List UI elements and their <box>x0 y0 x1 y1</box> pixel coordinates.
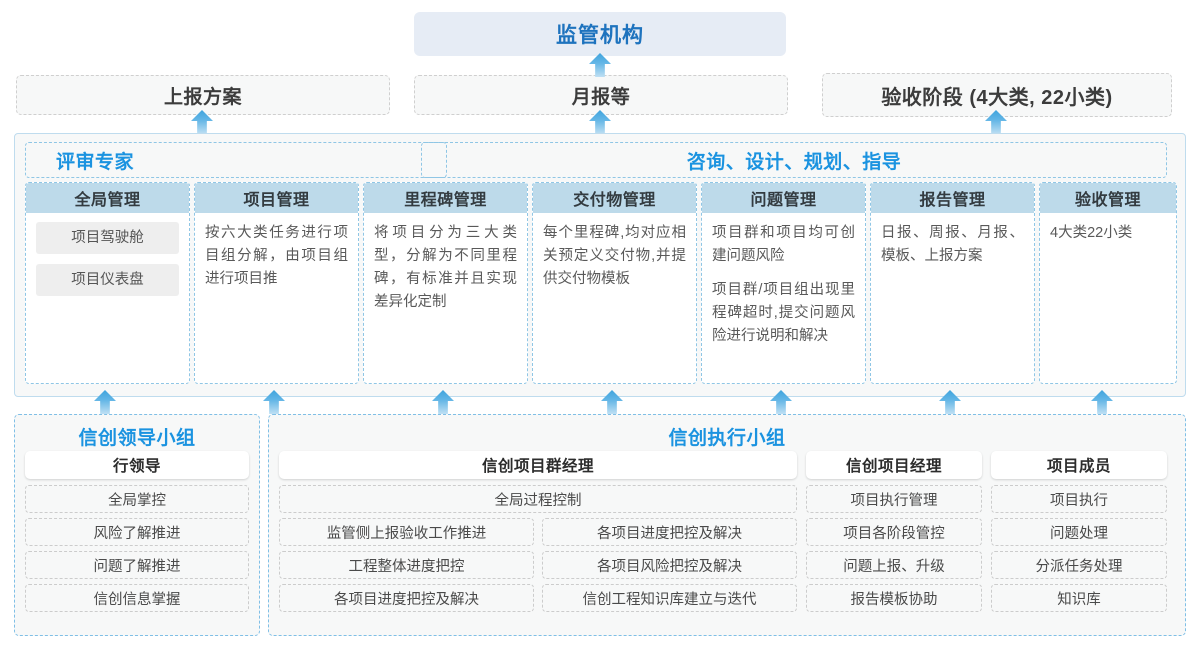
column-milestone-management[interactable]: 里程碑管理 将项目分为三大类型，分解为不同里程碑，有标准并且实现差异化定制 <box>363 182 528 384</box>
column-report-management-text: 日报、周报、月报、模板、上报方案 <box>881 225 1024 264</box>
band-consulting-label: 咨询、设计、规划、指导 <box>686 151 902 173</box>
role-item-task-assignment[interactable]: 分派任务处理 <box>991 551 1167 579</box>
column-issue-management-header: 问题管理 <box>702 183 865 213</box>
role-item-issue-handling[interactable]: 问题处理 <box>991 518 1167 546</box>
role-item-issue-escalation[interactable]: 问题上报、升级 <box>806 551 982 579</box>
top-box-monthly-report[interactable]: 月报等 <box>414 75 788 115</box>
middle-panel: 评审专家 咨询、设计、规划、指导 全局管理 项目驾驶舱 项目仪表盘 项目管理 按… <box>14 133 1186 397</box>
group-leadership-team-title: 信创领导小组 <box>78 428 196 449</box>
column-global-management-body: 项目驾驶舱 项目仪表盘 <box>26 213 189 312</box>
column-acceptance-management[interactable]: 验收管理 4大类22小类 <box>1039 182 1177 384</box>
column-issue-management-body: 项目群和项目均可创建问题风险 项目群/项目组出现里程碑超时,提交问题风险进行说明… <box>702 213 865 354</box>
top-box-report-plan-label: 上报方案 <box>163 86 242 108</box>
column-report-management-body: 日报、周报、月报、模板、上报方案 <box>871 213 1034 274</box>
regulator-title-label: 监管机构 <box>556 24 644 47</box>
column-milestone-management-header: 里程碑管理 <box>364 183 527 213</box>
arrow-up-icon-to-regulator <box>589 53 611 77</box>
role-program-manager-subcolumn-left: 监管侧上报验收工作推进 工程整体进度把控 各项目进度把控及解决 <box>279 518 534 612</box>
role-project-member-header: 项目成员 <box>991 451 1167 479</box>
role-item-project-exec-mgmt[interactable]: 项目执行管理 <box>806 485 982 513</box>
role-item-overall-progress[interactable]: 工程整体进度把控 <box>279 551 534 579</box>
column-deliverable-management-text: 每个里程碑,均对应相关预定义交付物,并提供交付物模板 <box>543 225 686 287</box>
role-item-regulator-reporting[interactable]: 监管侧上报验收工作推进 <box>279 518 534 546</box>
pill-project-dashboard[interactable]: 项目仪表盘 <box>36 264 179 296</box>
group-execution-team: 信创执行小组 信创项目群经理 全局过程控制 监管侧上报验收工作推进 工程整体进度… <box>268 414 1186 636</box>
column-issue-management-text-1: 项目群和项目均可创建问题风险 <box>712 225 855 264</box>
regulator-title-box: 监管机构 <box>414 12 786 56</box>
role-item-project-progress-right[interactable]: 各项目进度把控及解决 <box>542 518 797 546</box>
role-item-risk-awareness[interactable]: 风险了解推进 <box>25 518 249 546</box>
role-item-issue-awareness[interactable]: 问题了解推进 <box>25 551 249 579</box>
role-program-manager-subcolumns: 监管侧上报验收工作推进 工程整体进度把控 各项目进度把控及解决 各项目进度把控及… <box>279 518 797 612</box>
column-project-management-text: 按六大类任务进行项目组分解，由项目组进行项目推 <box>205 225 348 287</box>
column-milestone-management-body: 将项目分为三大类型，分解为不同里程碑，有标准并且实现差异化定制 <box>364 213 527 320</box>
role-item-project-progress-left[interactable]: 各项目进度把控及解决 <box>279 584 534 612</box>
band-consulting: 咨询、设计、规划、指导 <box>421 142 1167 178</box>
band-review-expert: 评审专家 <box>25 142 447 178</box>
role-item-global-process-control[interactable]: 全局过程控制 <box>279 485 797 513</box>
role-program-manager-subcolumn-right: 各项目进度把控及解决 各项目风险把控及解决 信创工程知识库建立与迭代 <box>542 518 797 612</box>
role-column-project-member[interactable]: 项目成员 项目执行 问题处理 分派任务处理 知识库 <box>991 451 1167 612</box>
role-column-bank-leader[interactable]: 行领导 全局掌控 风险了解推进 问题了解推进 信创信息掌握 <box>25 451 249 612</box>
column-issue-management[interactable]: 问题管理 项目群和项目均可创建问题风险 项目群/项目组出现里程碑超时,提交问题风… <box>701 182 866 384</box>
column-deliverable-management[interactable]: 交付物管理 每个里程碑,均对应相关预定义交付物,并提供交付物模板 <box>532 182 697 384</box>
role-item-xinchuang-info[interactable]: 信创信息掌握 <box>25 584 249 612</box>
role-item-report-template-help[interactable]: 报告模板协助 <box>806 584 982 612</box>
role-item-global-control[interactable]: 全局掌控 <box>25 485 249 513</box>
role-item-knowledge-base-build[interactable]: 信创工程知识库建立与迭代 <box>542 584 797 612</box>
column-global-management[interactable]: 全局管理 项目驾驶舱 项目仪表盘 <box>25 182 190 384</box>
role-column-program-manager[interactable]: 信创项目群经理 全局过程控制 监管侧上报验收工作推进 工程整体进度把控 各项目进… <box>279 451 797 612</box>
role-item-knowledge-base[interactable]: 知识库 <box>991 584 1167 612</box>
role-project-manager-header: 信创项目经理 <box>806 451 982 479</box>
column-acceptance-management-header: 验收管理 <box>1040 183 1176 213</box>
role-bank-leader-header: 行领导 <box>25 451 249 479</box>
top-box-monthly-report-label: 月报等 <box>571 86 631 108</box>
column-report-management-header: 报告管理 <box>871 183 1034 213</box>
column-report-management[interactable]: 报告管理 日报、周报、月报、模板、上报方案 <box>870 182 1035 384</box>
group-leadership-team: 信创领导小组 行领导 全局掌控 风险了解推进 问题了解推进 信创信息掌握 <box>14 414 260 636</box>
column-project-management-body: 按六大类任务进行项目组分解，由项目组进行项目推 <box>195 213 358 297</box>
group-execution-team-title: 信创执行小组 <box>668 428 786 449</box>
column-deliverable-management-body: 每个里程碑,均对应相关预定义交付物,并提供交付物模板 <box>533 213 696 297</box>
role-item-project-execution[interactable]: 项目执行 <box>991 485 1167 513</box>
role-item-project-phase-control[interactable]: 项目各阶段管控 <box>806 518 982 546</box>
top-box-report-plan[interactable]: 上报方案 <box>16 75 390 115</box>
column-global-management-header: 全局管理 <box>26 183 189 213</box>
top-box-acceptance-stage[interactable]: 验收阶段 (4大类, 22小类) <box>822 73 1172 117</box>
top-box-acceptance-stage-label: 验收阶段 (4大类, 22小类) <box>881 86 1113 109</box>
column-milestone-management-text: 将项目分为三大类型，分解为不同里程碑，有标准并且实现差异化定制 <box>374 225 517 310</box>
column-project-management-header: 项目管理 <box>195 183 358 213</box>
column-acceptance-management-body: 4大类22小类 <box>1040 213 1176 251</box>
column-deliverable-management-header: 交付物管理 <box>533 183 696 213</box>
column-acceptance-management-text: 4大类22小类 <box>1050 225 1133 241</box>
role-program-manager-header: 信创项目群经理 <box>279 451 797 479</box>
band-review-expert-label: 评审专家 <box>56 151 135 173</box>
column-project-management[interactable]: 项目管理 按六大类任务进行项目组分解，由项目组进行项目推 <box>194 182 359 384</box>
pill-project-cockpit[interactable]: 项目驾驶舱 <box>36 222 179 254</box>
role-column-project-manager[interactable]: 信创项目经理 项目执行管理 项目各阶段管控 问题上报、升级 报告模板协助 <box>806 451 982 612</box>
role-item-project-risk[interactable]: 各项目风险把控及解决 <box>542 551 797 579</box>
column-issue-management-text-2: 项目群/项目组出现里程碑超时,提交问题风险进行说明和解决 <box>712 281 855 344</box>
